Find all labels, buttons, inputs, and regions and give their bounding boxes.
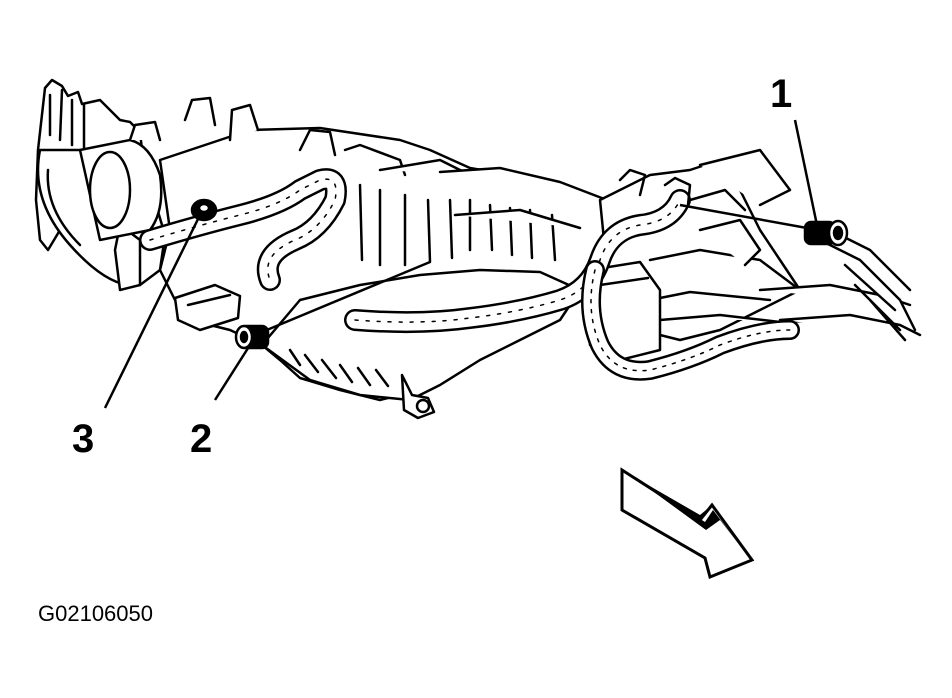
callout-2: 2 (190, 417, 212, 461)
bolt-1 (803, 219, 849, 247)
bolt-3 (190, 198, 218, 222)
callout-3: 3 (72, 417, 94, 461)
leader-line-1-tail (679, 203, 819, 232)
leader-line-2 (213, 344, 252, 401)
figure-reference-code: G02106050 (38, 601, 153, 626)
callout-1: 1 (770, 72, 792, 116)
bolt-2 (234, 324, 270, 350)
leader-lines (103, 119, 820, 409)
fasteners (190, 198, 849, 350)
front-of-vehicle-arrow (620, 467, 755, 580)
transmission-assembly (34, 78, 922, 420)
leader-line-1 (793, 119, 820, 231)
wiring-harness (139, 168, 800, 381)
leader-line-3 (103, 214, 202, 409)
leader-line-2-tail (261, 260, 431, 334)
